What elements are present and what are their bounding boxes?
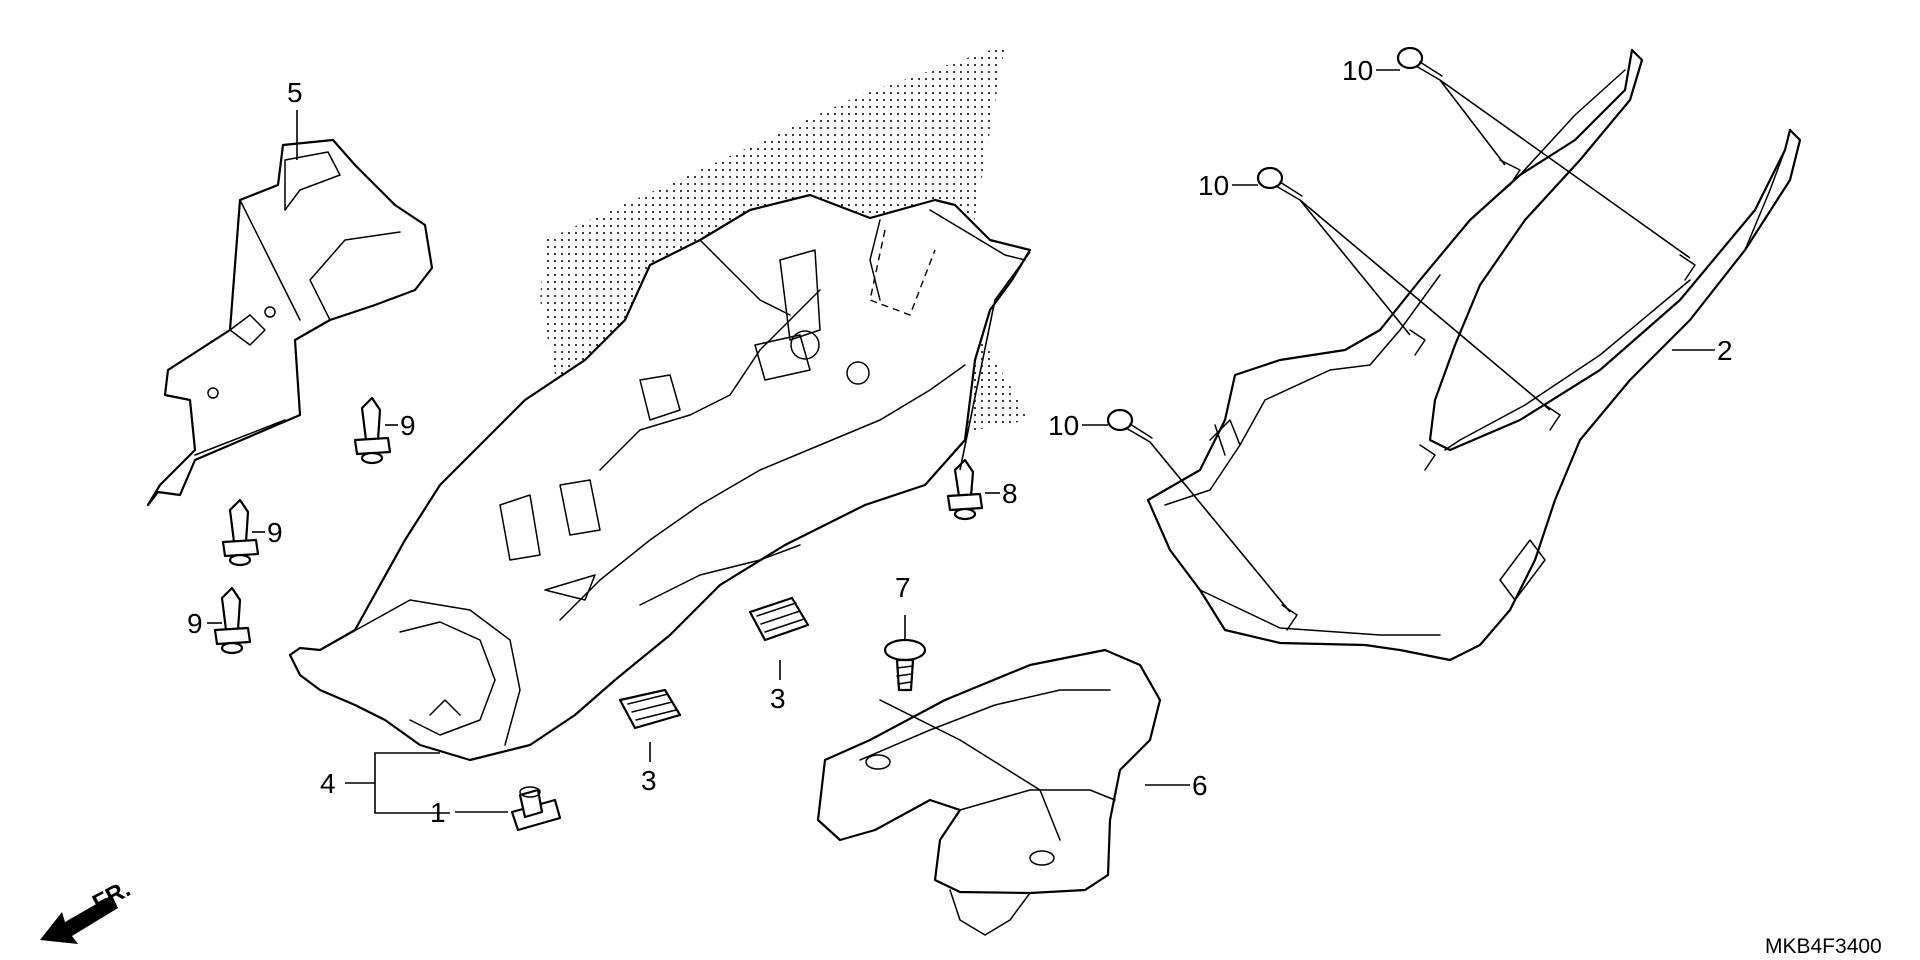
callout-10-b: 10 [1198,170,1229,201]
callout-1: 1 [430,797,446,828]
part-2-side-cowl[interactable] [1146,48,1802,662]
part-3-cushion-a[interactable] [618,688,682,730]
fastener-alignment-lines [959,79,1691,613]
callout-9-c: 9 [187,608,203,639]
part-10-screw-c[interactable] [1106,408,1153,443]
front-direction-arrow-icon [40,895,118,944]
callout-4: 4 [320,768,336,799]
callout-7: 7 [895,572,911,603]
callout-5: 5 [287,77,303,108]
callout-6: 6 [1192,770,1208,801]
part-1-clip-nut[interactable] [510,786,562,832]
callout-10-c: 10 [1048,410,1079,441]
part-3-cushion-b[interactable] [748,596,810,642]
part-9-rivet-a[interactable] [353,396,392,465]
callout-leaders [207,69,1715,814]
part-7-screw[interactable] [883,638,927,692]
part-5-inner-cover[interactable] [146,138,434,507]
part-10-screw-b[interactable] [1256,166,1303,201]
callout-9-b: 9 [267,517,283,548]
callout-2: 2 [1717,335,1733,366]
part-8-rivet[interactable] [946,458,984,521]
callout-3-b: 3 [641,765,657,796]
part-9-rivet-b[interactable] [221,498,260,567]
callout-9-a: 9 [400,410,416,441]
diagram-code: MKB4F3400 [1765,935,1882,958]
part-10-screw-a[interactable] [1396,46,1443,81]
callout-8: 8 [1002,478,1018,509]
part-6-hugger[interactable] [816,648,1162,936]
callout-3-a: 3 [770,683,786,714]
callout-10-a: 10 [1342,55,1373,86]
part-4-rear-fender[interactable] [288,193,1032,762]
part-9-rivet-c[interactable] [213,586,252,655]
